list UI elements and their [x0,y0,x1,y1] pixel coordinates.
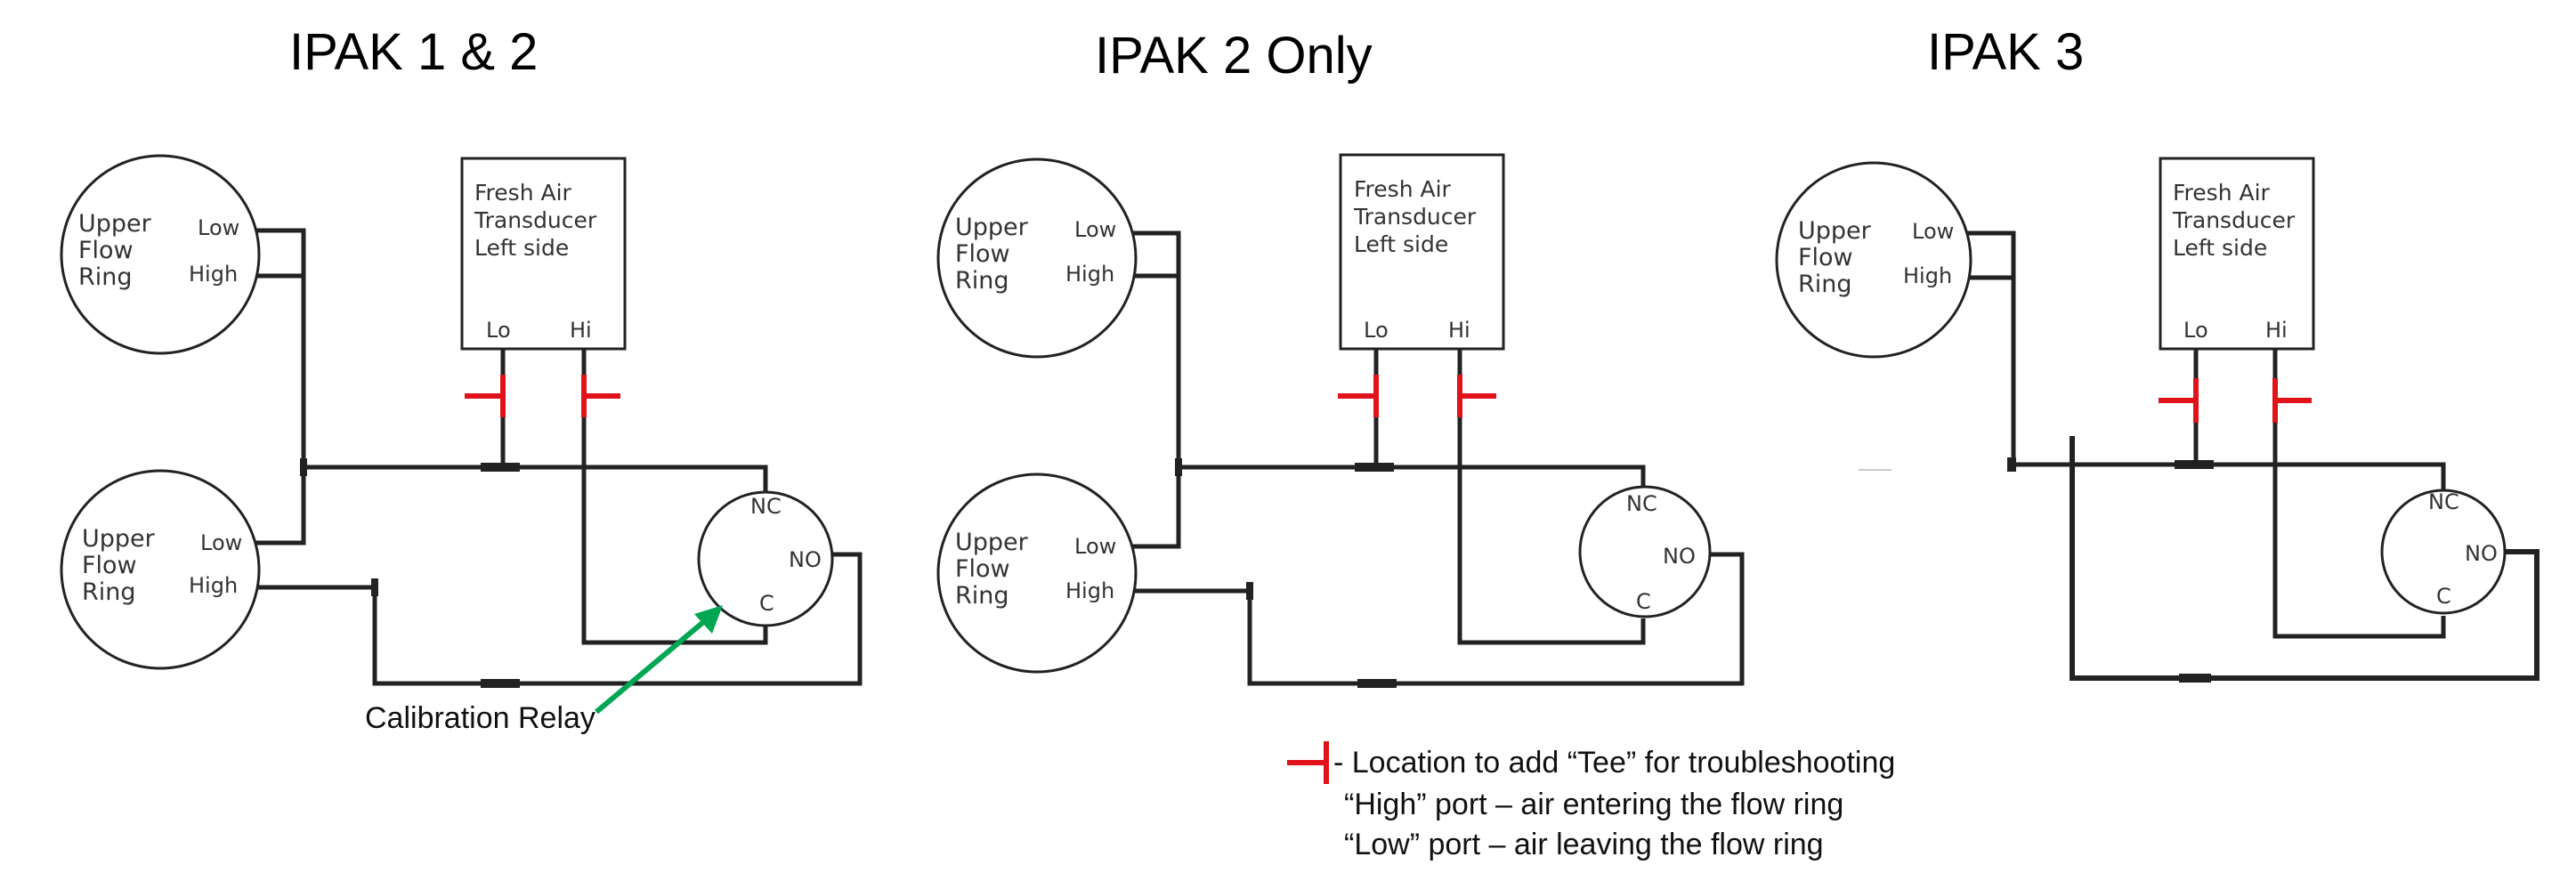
tee-symbol-icon [1287,741,1329,784]
svg-text:NO: NO [1663,544,1696,569]
upper-flow-ring-1: Upper Flow Ring Low High [60,154,261,355]
svg-text:Flow: Flow [955,555,1010,583]
legend-line-2: “High” port – air entering the flow ring [1344,788,1843,821]
callout-label: Calibration Relay [365,701,595,735]
svg-text:Hi: Hi [1448,318,1470,343]
panel-ipak-3: IPAK 3 Upper Flow Ring Low High Fresh Ai… [1775,23,2540,683]
svg-text:High: High [1065,262,1114,287]
svg-text:Ring: Ring [82,578,136,606]
fresh-air-transducer: Fresh Air Transducer Left side Lo Hi [460,157,627,351]
svg-text:C: C [1636,589,1651,614]
svg-text:Lo: Lo [486,318,511,343]
svg-text:High: High [1903,263,1952,288]
svg-text:C: C [759,591,774,616]
svg-text:NC: NC [1626,491,1657,516]
svg-text:Low: Low [1074,534,1116,559]
svg-text:Transducer: Transducer [1353,204,1477,230]
svg-text:Ring: Ring [78,263,133,291]
svg-text:Upper: Upper [955,214,1029,241]
svg-text:Ring: Ring [1798,271,1852,298]
svg-text:Flow: Flow [82,552,137,579]
svg-text:Upper: Upper [955,529,1029,556]
svg-text:Fresh Air: Fresh Air [2173,180,2271,206]
svg-text:High: High [189,262,238,287]
svg-text:Upper: Upper [78,210,152,238]
legend-line-3: “Low” port – air leaving the flow ring [1344,828,1824,861]
svg-text:Left side: Left side [474,235,569,261]
upper-flow-ring-1: Upper Flow Ring Low High [1775,161,1973,359]
tee-marker [2159,378,2312,423]
tee-marker [1338,375,1496,417]
legend: - Location to add “Tee” for troubleshoot… [1287,741,1895,861]
svg-text:Hi: Hi [2265,318,2288,343]
svg-text:Ring: Ring [955,582,1009,610]
panel-title: IPAK 1 & 2 [289,23,538,81]
svg-text:Ring: Ring [955,267,1009,295]
upper-flow-ring-1: Upper Flow Ring Low High [936,158,1138,359]
svg-text:High: High [189,573,238,598]
calibration-relay: NC NO C [697,490,834,627]
svg-text:NO: NO [2465,541,2498,566]
svg-text:Upper: Upper [82,525,156,553]
svg-text:Flow: Flow [955,240,1010,268]
fresh-air-transducer: Fresh Air Transducer Left side Lo Hi [1339,153,1505,351]
svg-text:Low: Low [198,215,239,240]
upper-flow-ring-2: Upper Flow Ring Low High [60,469,261,670]
relay: NC NO C [1578,485,1712,618]
legend-line-1: - Location to add “Tee” for troubleshoot… [1333,746,1895,780]
svg-text:Transducer: Transducer [474,207,597,233]
svg-text:Fresh Air: Fresh Air [474,180,572,206]
svg-text:Low: Low [1074,217,1116,242]
svg-text:Upper: Upper [1798,217,1872,245]
panel-ipak-2-only: IPAK 2 Only Upper Flow Ring Low High Upp… [936,27,1745,688]
svg-text:Lo: Lo [1364,318,1389,343]
svg-text:Flow: Flow [1798,244,1853,271]
svg-text:Low: Low [1912,219,1954,244]
panel-title: IPAK 2 Only [1095,27,1373,85]
svg-text:Flow: Flow [78,237,134,264]
svg-text:Left side: Left side [2173,235,2267,261]
svg-text:NC: NC [2428,489,2459,514]
svg-text:Low: Low [200,530,242,555]
calibration-relay-callout: Calibration Relay [365,605,723,735]
fresh-air-transducer: Fresh Air Transducer Left side Lo Hi [2159,157,2315,351]
tee-marker [465,375,620,417]
svg-text:NC: NC [750,494,782,519]
svg-text:NO: NO [789,547,822,572]
svg-text:Fresh Air: Fresh Air [1354,176,1452,202]
svg-text:Hi: Hi [570,318,592,343]
svg-text:High: High [1065,578,1114,603]
svg-text:Lo: Lo [2183,318,2208,343]
svg-text:C: C [2436,584,2451,609]
relay: NC NO C [2380,489,2507,615]
upper-flow-ring-2: Upper Flow Ring Low High [936,473,1138,674]
svg-text:Left side: Left side [1354,231,1448,257]
svg-text:Transducer: Transducer [2172,207,2296,233]
panel-title: IPAK 3 [1927,23,2084,81]
panel-ipak-1-2: IPAK 1 & 2 Upper Flow Ring Low High Uppe… [60,23,863,735]
